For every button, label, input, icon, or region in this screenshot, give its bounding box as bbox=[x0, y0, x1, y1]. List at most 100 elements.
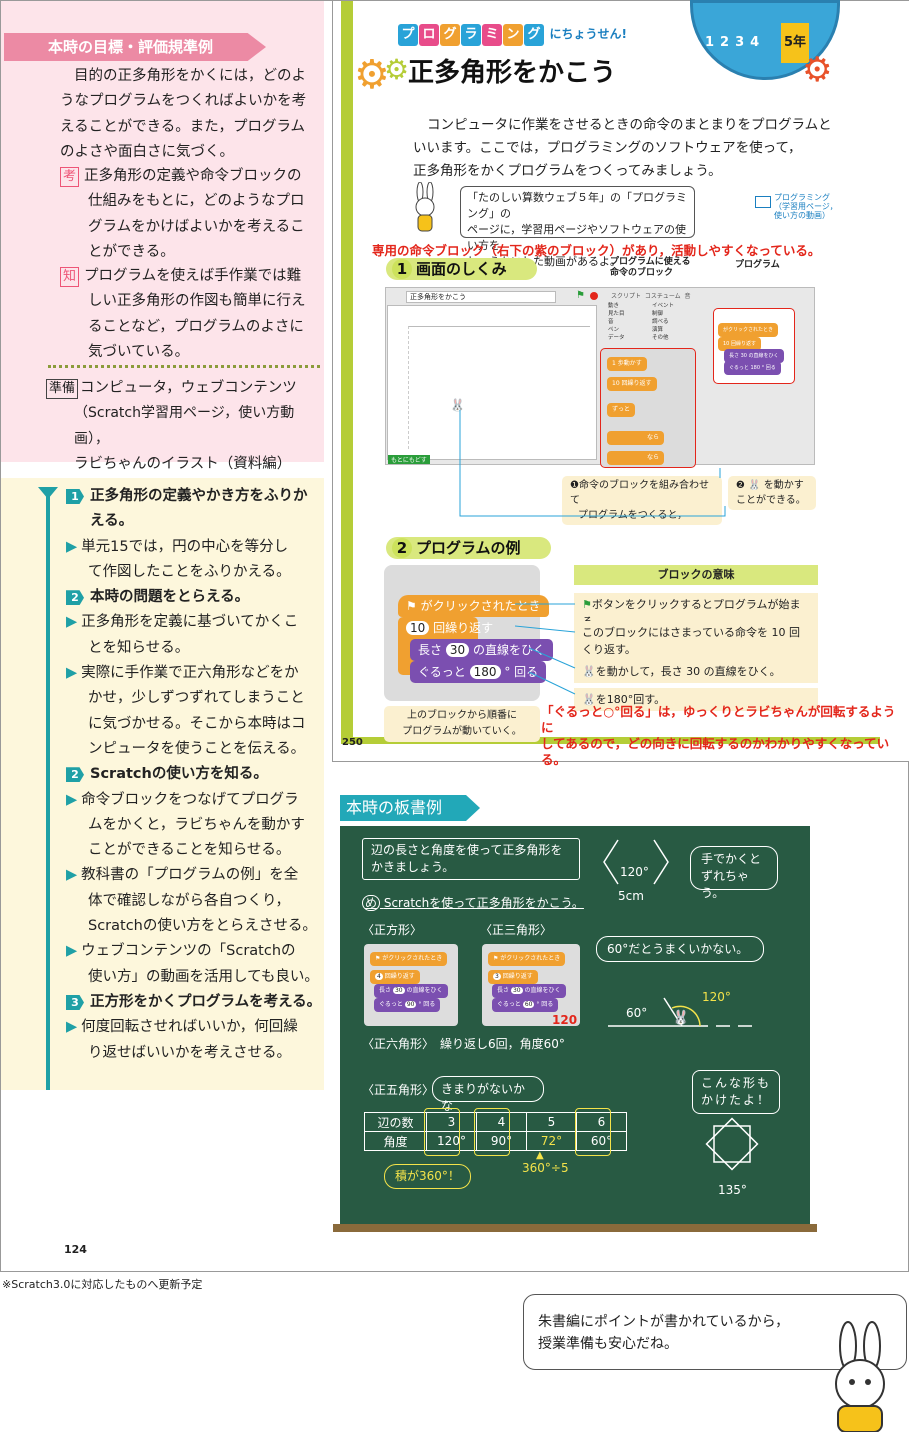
tri-block-turn: ぐるっと 60 ° 回る bbox=[492, 998, 559, 1012]
category-list: 動き イベント 見た目 制御 音 調べる ペン 演算 データ その他 bbox=[608, 302, 698, 342]
star-angle: 135° bbox=[718, 1183, 747, 1197]
eval-knowledge: 知プログラムを使えば手作業では難 しい正多角形の作図も簡単に行え ることなど，プ… bbox=[60, 264, 322, 365]
tab-sounds[interactable]: 音 bbox=[684, 293, 691, 300]
bubble-other-shapes: こんな形も かけたよ！ bbox=[692, 1070, 780, 1114]
category-item[interactable]: ペン bbox=[608, 327, 620, 333]
example-program: ⚑ がクリックされたとき 10 回繰り返す 長さ 30 の直線をひく ぐるっと … bbox=[384, 565, 553, 701]
category-item[interactable]: 見た目 bbox=[608, 311, 625, 317]
grade-wheel: 12346 5年 bbox=[690, 0, 840, 80]
gear-icon: ⚙ bbox=[802, 50, 833, 90]
flow-item: ▶ウェブコンテンツの「Scratchの bbox=[66, 943, 296, 960]
hexagon-note: 〈正六角形〉 繰り返し6回，角度60° bbox=[362, 1037, 565, 1051]
board-problem: 辺の長さと角度を使って正多角形を かきましょう。 bbox=[362, 838, 580, 880]
table-cell: 辺の数 bbox=[364, 1112, 427, 1132]
rabbit-icon: 🐰 bbox=[672, 1010, 690, 1026]
flow-item: ▶正多角形を定義に基づいてかくこ bbox=[66, 614, 299, 631]
hex-side: 5cm bbox=[618, 889, 644, 903]
category-item[interactable]: 演算 bbox=[652, 327, 664, 333]
mini-block-line[interactable]: 長さ 30 の直線をひく bbox=[724, 349, 784, 363]
meaning-row: 🐰を180°回す。 bbox=[574, 688, 818, 711]
hex-angle: 120° bbox=[620, 865, 649, 879]
tri-block-repeat: 3 回繰り返す bbox=[488, 970, 538, 984]
meaning-row: このブロックにはさまっている命令を 10 回 くり返す。 bbox=[574, 621, 818, 661]
calc-note: 360°÷5 bbox=[522, 1161, 569, 1175]
textbook-page-number: 250 bbox=[342, 737, 363, 748]
mini-block-turn[interactable]: ぐるっと 180 ° 回る bbox=[724, 361, 781, 375]
tri-block-hat: ⚑ がクリックされたとき bbox=[488, 952, 566, 966]
category-item[interactable]: データ bbox=[608, 335, 625, 341]
flow-item: ▶教科書の「プログラムの例」を全 bbox=[66, 867, 299, 884]
rabbit-character-icon bbox=[406, 181, 444, 238]
tag-know: 知 bbox=[60, 267, 80, 287]
category-item[interactable]: その他 bbox=[652, 335, 669, 341]
board-square-program: ⚑ がクリックされたとき 4 回繰り返す 長さ 30 の直線をひく ぐるっと 9… bbox=[364, 944, 458, 1026]
meaning-heading: ブロックの意味 bbox=[574, 565, 818, 585]
green-flag-icon[interactable]: ⚑ bbox=[576, 290, 585, 301]
flow-panel bbox=[1, 478, 324, 1090]
label-pentagon: 〈正五角形〉 bbox=[362, 1083, 435, 1097]
mini-block-hat[interactable]: がクリックされたとき bbox=[718, 323, 779, 337]
highlight-col bbox=[575, 1108, 611, 1156]
highlight-col bbox=[424, 1108, 460, 1156]
chalkboard-ledge bbox=[333, 1224, 817, 1232]
category-item[interactable]: イベント bbox=[652, 303, 675, 309]
speech-bubble: 「たのしい算数ウェブ５年」の「プログラミング」の ページに，学習用ページやソフト… bbox=[460, 186, 695, 268]
reset-button[interactable]: もとにもどす bbox=[388, 455, 430, 464]
palette-block[interactable]: 1 歩動かす bbox=[607, 357, 647, 371]
tab-scripts[interactable]: スクリプト bbox=[611, 293, 642, 300]
connector-lines bbox=[459, 410, 726, 517]
flow-timeline bbox=[46, 490, 50, 1090]
palette-block[interactable]: 10 回繰り返す bbox=[607, 377, 657, 391]
category-item[interactable]: 制御 bbox=[652, 311, 664, 317]
table-cell: 5 bbox=[526, 1112, 577, 1132]
flow-item: ▶何度回転させればいいか，何回繰 bbox=[66, 1019, 298, 1036]
project-title-input[interactable]: 正多角形をかこう bbox=[406, 291, 556, 303]
angle-diagram bbox=[608, 997, 752, 1027]
product-note: 積が360°！ bbox=[384, 1164, 471, 1189]
up-arrow-icon: ▲ bbox=[536, 1150, 544, 1161]
palette-block[interactable]: ずっと bbox=[607, 403, 636, 417]
palette-block[interactable]: なら bbox=[607, 451, 665, 465]
angle-60: 60° bbox=[626, 1006, 648, 1020]
annotation-red-1: 専用の命令ブロック（右下の紫のブロック）があり，活動しやすくなっている。 bbox=[372, 243, 821, 258]
triangle-fix-value: 120 bbox=[552, 1013, 578, 1027]
footer-note: ※Scratch3.0に対応したものへ更新予定 bbox=[2, 1278, 203, 1291]
table-cell: 角度 bbox=[364, 1131, 427, 1151]
video-link[interactable]: プログラミング （学習用ページ， 使い方の動画） bbox=[774, 193, 838, 220]
flow-arrow-icon bbox=[38, 487, 58, 499]
category-item[interactable]: 動き bbox=[608, 303, 620, 309]
rabbit-mascot-icon bbox=[808, 1320, 908, 1433]
bubble-hand-drawn: 手でかくと ずれちゃう。 bbox=[690, 846, 778, 900]
example-block-line[interactable]: 長さ 30 の直線をひく bbox=[410, 639, 553, 661]
example-block-hat[interactable]: ⚑ がクリックされたとき bbox=[398, 595, 549, 617]
mini-block-repeat[interactable]: 10 回繰り返す bbox=[718, 337, 761, 351]
label-square: 〈正方形〉 bbox=[362, 923, 423, 937]
flow-item: ▶命令ブロックをつなげてプログラ bbox=[66, 791, 299, 808]
block-palette: 1 歩動かす 10 回繰り返す ずっと なら なら bbox=[600, 348, 696, 468]
category-item[interactable]: 音 bbox=[608, 319, 614, 325]
tab-costumes[interactable]: コスチューム bbox=[644, 293, 681, 300]
gear-icon: ⚙ bbox=[354, 52, 390, 98]
example-caption: 上のブロックから順番に プログラムが動いていく。 bbox=[384, 706, 540, 742]
intro-text: コンピュータに作業をさせるときの命令のまとまりをプログラムと いいます。ここでは… bbox=[413, 117, 832, 179]
programming-challenge-title: プログラミング にちょうせん! bbox=[398, 24, 627, 46]
note-move-rabbit: ❷ 🐰 を動かす ことができる。 bbox=[728, 476, 816, 510]
tag-think: 考 bbox=[60, 167, 80, 187]
palette-block[interactable]: なら bbox=[607, 431, 665, 445]
gear-icon: ⚙ bbox=[384, 53, 410, 86]
scratch-stage: 🐰 bbox=[387, 305, 597, 460]
label-program: プログラム bbox=[735, 260, 780, 270]
table-cell: 120° bbox=[426, 1131, 477, 1151]
monitor-icon bbox=[755, 196, 771, 208]
star-polygon-drawing bbox=[705, 1117, 759, 1171]
example-block-turn[interactable]: ぐるっと 180 ° 回る bbox=[410, 661, 547, 683]
stop-icon[interactable] bbox=[590, 292, 598, 300]
category-item[interactable]: 調べる bbox=[652, 319, 669, 325]
table-cell: 72° bbox=[526, 1131, 577, 1151]
hexagon-drawing bbox=[603, 839, 669, 885]
